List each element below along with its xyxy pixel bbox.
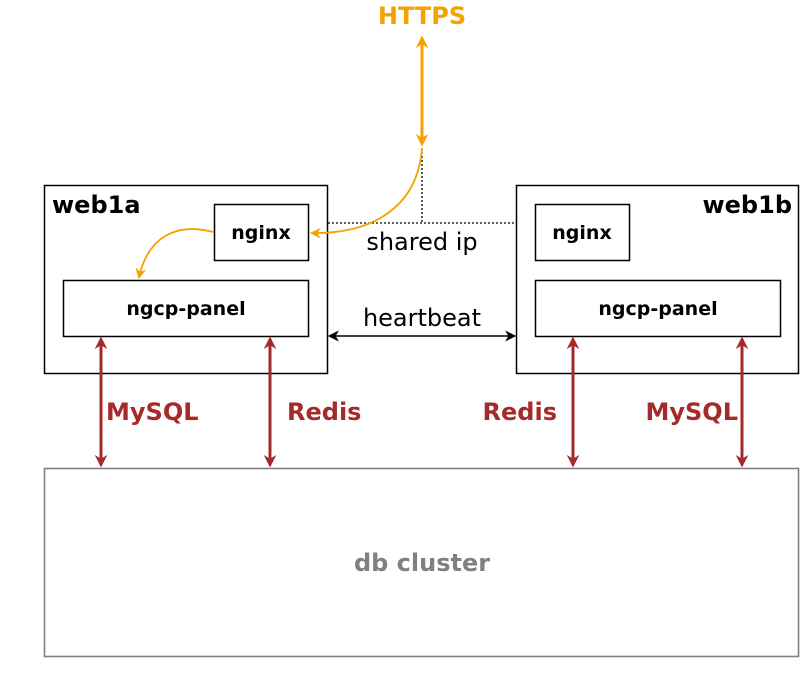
db-cluster-label: db cluster xyxy=(354,549,490,577)
web1b-nginx-box xyxy=(534,203,631,262)
web1a-mysql-label: MySQL xyxy=(106,398,199,426)
https-label: HTTPS xyxy=(378,2,466,30)
heartbeat-label: heartbeat xyxy=(363,304,481,332)
nginx-to-panel-curve xyxy=(135,228,214,280)
web1b-mysql-label: MySQL xyxy=(645,398,738,426)
web1b-panel-box xyxy=(534,279,782,338)
web1a-panel-label: ngcp-panel xyxy=(126,298,245,320)
db-cluster-box xyxy=(43,467,800,658)
https-to-nginx-curve xyxy=(309,147,423,239)
web1b-redis-label: Redis xyxy=(483,398,557,426)
shared-ip-label: shared ip xyxy=(366,228,477,256)
web1a-redis-label: Redis xyxy=(287,398,361,426)
web1a-nginx-box xyxy=(213,203,310,262)
web1b-nginx-label: nginx xyxy=(552,222,611,244)
web1a-panel-box xyxy=(62,279,310,338)
web1b-panel-label: ngcp-panel xyxy=(598,298,717,320)
web1a-nginx-label: nginx xyxy=(231,222,290,244)
web1b-title: web1b xyxy=(702,191,792,219)
web1a-title: web1a xyxy=(52,191,141,219)
